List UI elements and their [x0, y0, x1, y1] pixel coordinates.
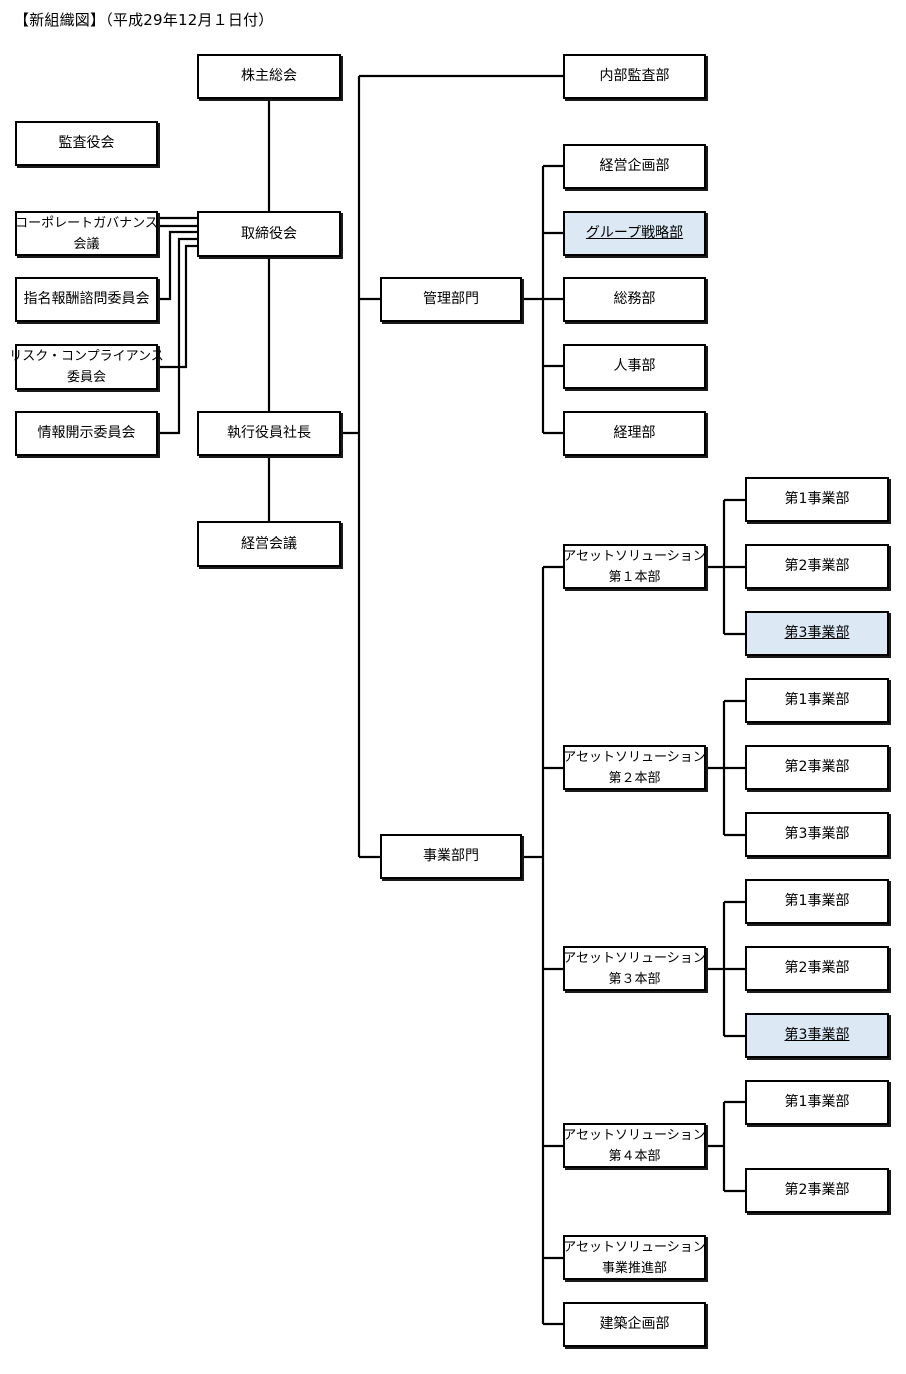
node-label-line2: 委員会	[66, 370, 106, 385]
node-hq3-dept3[interactable]: 第3事業部	[745, 1013, 889, 1058]
node-label-line1: コーポレートガバナンス	[15, 215, 158, 231]
node-label-line1: アセットソリューション	[563, 749, 706, 765]
node-label: 総務部	[613, 291, 656, 307]
node-disclosure-committee: 情報開示委員会	[15, 411, 158, 456]
node-hq4: アセットソリューション第４本部	[563, 1123, 706, 1168]
node-hq1-dept2: 第2事業部	[745, 544, 889, 589]
node-label-line1: アセットソリューション	[563, 1127, 706, 1143]
node-label: 第3事業部	[784, 826, 850, 842]
node-label: 経理部	[613, 425, 656, 441]
node-label: 事業部門	[423, 848, 479, 864]
connector-business-depts	[543, 565, 563, 1326]
page-title: 【新組織図】（平成29年12月１日付）	[14, 11, 274, 29]
node-audit-board: 監査役会	[15, 121, 158, 166]
node-hq4-dept2: 第2事業部	[745, 1168, 889, 1213]
node-label: 経営企画部	[599, 158, 670, 174]
node-label: 人事部	[613, 358, 656, 374]
node-label-line1: アセットソリューション	[563, 1239, 706, 1255]
node-label-line1: リスク・コンプライアンス	[9, 349, 164, 364]
connector-hq2-depts	[706, 699, 745, 837]
node-label-line2: 第３本部	[608, 971, 661, 987]
node-label: 情報開示委員会	[37, 425, 136, 441]
node-label: 経営会議	[241, 535, 297, 552]
node-label-line2: 会議	[73, 236, 100, 252]
connector-risk-board	[158, 244, 197, 369]
node-label-line2: 事業推進部	[601, 1260, 667, 1276]
connector-business-trunk	[522, 567, 545, 1324]
node-board-of-directors: 取締役会	[197, 211, 341, 257]
node-label: 第2事業部	[784, 960, 850, 976]
node-label: 執行役員社長	[227, 425, 311, 441]
node-business-division: 事業部門	[380, 834, 522, 879]
node-label: 建築企画部	[599, 1316, 670, 1332]
connector-hq3-depts	[706, 900, 745, 1038]
node-hq2-dept1: 第1事業部	[745, 678, 889, 723]
node-risk-committee: リスク・コンプライアンス委員会	[9, 344, 164, 390]
node-label: 第1事業部	[784, 893, 850, 909]
node-hq3-dept1: 第1事業部	[745, 879, 889, 924]
node-label-link[interactable]: 第3事業部	[784, 1027, 850, 1043]
node-label: 第2事業部	[784, 759, 850, 775]
connector-nomination-board	[158, 230, 197, 301]
node-label-line2: 第１本部	[608, 569, 661, 585]
node-label: 株主総会	[241, 68, 297, 84]
node-label: 内部監査部	[599, 68, 670, 84]
node-president: 執行役員社長	[197, 411, 341, 456]
node-label: 第1事業部	[784, 491, 850, 507]
node-label-link[interactable]: グループ戦略部	[585, 225, 684, 241]
node-hq3: アセットソリューション第３本部	[563, 946, 706, 991]
connector-admin-trunk	[522, 166, 545, 433]
node-management-meeting: 経営会議	[197, 521, 341, 567]
connector-hq1-depts	[706, 498, 745, 636]
node-accounting: 経理部	[563, 411, 706, 456]
node-label: 第2事業部	[784, 1182, 850, 1198]
node-nomination-committee: 指名報酬諮問委員会	[15, 277, 158, 322]
node-governance-meeting: コーポレートガバナンス会議	[15, 211, 158, 256]
node-label: 取締役会	[241, 225, 297, 242]
node-label-link[interactable]: 第3事業部	[784, 625, 850, 641]
node-hq4-dept1: 第1事業部	[745, 1080, 889, 1125]
node-label: 監査役会	[58, 135, 115, 151]
node-label-line1: アセットソリューション	[563, 548, 706, 564]
node-label-line1: アセットソリューション	[563, 950, 706, 966]
node-hq2-dept3: 第3事業部	[745, 812, 889, 857]
node-label: 第1事業部	[784, 1094, 850, 1110]
node-corporate-planning: 経営企画部	[563, 144, 706, 189]
node-hq1: アセットソリューション第１本部	[563, 544, 706, 589]
connector-governance-board	[158, 216, 197, 228]
node-label: 管理部門	[423, 291, 479, 307]
node-hq1-dept3[interactable]: 第3事業部	[745, 611, 889, 656]
node-hq1-dept1: 第1事業部	[745, 477, 889, 522]
node-label: 指名報酬諮問委員会	[23, 291, 150, 307]
node-label-line2: 第２本部	[608, 770, 661, 786]
node-hq2-dept2: 第2事業部	[745, 745, 889, 790]
node-human-resources: 人事部	[563, 344, 706, 389]
node-label: 第2事業部	[784, 558, 850, 574]
node-shareholders-meeting: 株主総会	[197, 54, 341, 99]
node-admin-division: 管理部門	[380, 277, 522, 322]
connector-disclosure-board	[158, 237, 197, 435]
node-hq2: アセットソリューション第２本部	[563, 745, 706, 790]
node-label-line2: 第４本部	[608, 1148, 661, 1164]
node-label: 第1事業部	[784, 692, 850, 708]
connector-hq4-depts	[706, 1100, 745, 1193]
connector-admin-depts	[543, 164, 563, 435]
node-hq3-dept2: 第2事業部	[745, 946, 889, 991]
node-general-affairs: 総務部	[563, 277, 706, 322]
node-internal-audit: 内部監査部	[563, 54, 706, 99]
node-group-strategy[interactable]: グループ戦略部	[563, 211, 706, 256]
node-architecture-planning: 建築企画部	[563, 1302, 706, 1347]
node-business-promotion: アセットソリューション事業推進部	[563, 1235, 706, 1280]
